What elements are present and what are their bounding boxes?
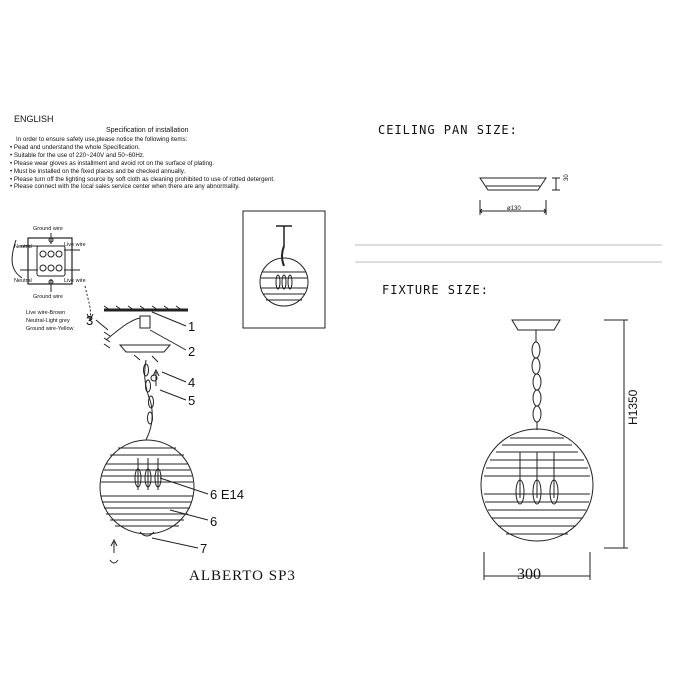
language-label: ENGLISH (14, 114, 54, 124)
part-number-6: 6 (210, 514, 218, 529)
fixture-height: H1350 (626, 389, 640, 425)
wire-legend: Live wire-Brown (26, 310, 66, 316)
spec-item: • Pead and understand the whole Specific… (10, 143, 140, 151)
ceiling-pan-drawing (479, 177, 560, 215)
spec-item: • Please turn off the lighting source by… (10, 175, 275, 183)
ceiling-mount-assembly (103, 305, 188, 382)
wire-label: Live wire (64, 242, 86, 248)
spec-list: In order to ensure safety use,please not… (10, 136, 340, 191)
wire-label: Neutral (14, 278, 32, 284)
spec-item: • Please wear gloves as installment and … (10, 159, 215, 167)
part-number-5: 5 (188, 393, 196, 408)
spec-item: • Suitable for the use of 220~240V and 5… (10, 151, 145, 159)
part-leader-lines (95, 311, 209, 549)
fixture-width: 300 (517, 566, 541, 583)
wire-label: Ground wire (33, 226, 63, 232)
wire-label: Neutral (14, 244, 32, 250)
spec-item: • Please connect with the local sales se… (10, 183, 240, 191)
chain (143, 359, 160, 441)
spec-item: • Must be installed on the fixed places … (10, 167, 186, 175)
part-number-7: 7 (200, 541, 208, 556)
wire-legend: Neutral-Light grey (26, 318, 70, 324)
part-number-2: 2 (188, 344, 196, 359)
part-number-6-e14: 6 E14 (210, 487, 244, 502)
section-divider (355, 244, 662, 263)
ceiling-pan-diameter: ø130 (507, 206, 521, 212)
part-number-3: 3 (86, 313, 94, 328)
fixture-drawing (480, 319, 628, 580)
globe-shade-left (99, 439, 195, 564)
spec-title: Specification of installation (106, 127, 189, 134)
spec-item: In order to ensure safety use,please not… (16, 136, 188, 143)
terminal-block-diagram (11, 233, 94, 322)
part-number-4: 4 (188, 375, 196, 390)
wire-label: Live wire (64, 278, 86, 284)
product-photo-inset (242, 210, 326, 329)
wire-label: Ground wire (33, 294, 63, 300)
wire-legend: Ground wire-Yellow (26, 326, 74, 332)
model-name: ALBERTO SP3 (189, 568, 296, 584)
part-number-1: 1 (188, 319, 196, 334)
ceiling-pan-height: 30 (564, 174, 570, 181)
ceiling-pan-title: CEILING PAN SIZE: (378, 123, 518, 137)
fixture-size-title: FIXTURE SIZE: (382, 283, 489, 297)
